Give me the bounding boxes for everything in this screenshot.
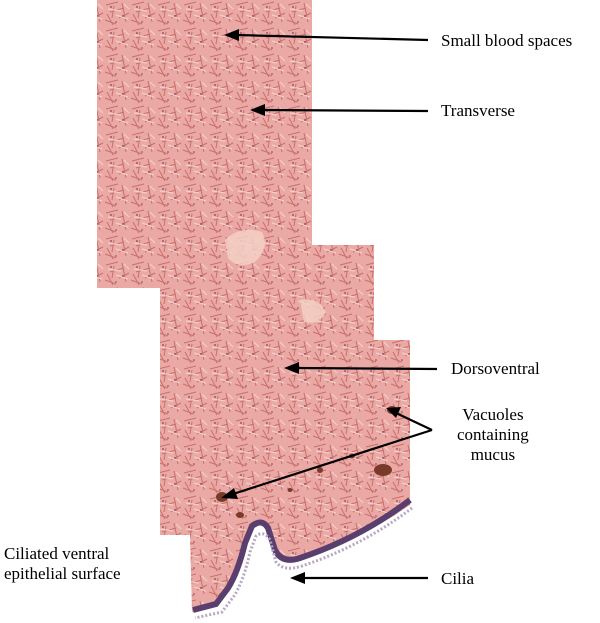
label-vacuoles-line-2: containing [457, 425, 529, 444]
label-vacuoles-containing-mucus: Vacuoles containing mucus [457, 405, 529, 465]
label-ciliated-line-2: epithelial surface [4, 564, 121, 583]
label-cilia: Cilia [441, 569, 475, 588]
annotation-arrows [221, 29, 438, 584]
ciliated-epithelium [192, 497, 412, 613]
label-vacuoles-line-1: Vacuoles [462, 405, 524, 424]
label-transverse: Transverse [441, 101, 515, 120]
tissue-micrograph [97, 0, 413, 620]
label-ciliated-line-1: Ciliated ventral [4, 544, 110, 563]
label-vacuoles-line-3: mucus [470, 445, 516, 464]
arrow-vacuoles-lower [221, 428, 433, 499]
tissue-panel-top [97, 0, 312, 288]
label-dorsoventral: Dorsoventral [451, 359, 540, 378]
arrow-vacuoles-upper [386, 407, 433, 431]
label-ciliated-ventral-surface: Ciliated ventral epithelial surface [4, 544, 121, 584]
arrow-cilia [290, 572, 428, 584]
cilia-border [194, 506, 413, 620]
arrow-small-blood-spaces [224, 29, 429, 42]
vessel-lumen-2 [300, 299, 326, 323]
label-small-blood-spaces: Small blood spaces [441, 31, 573, 50]
arrow-dorsoventral [284, 362, 438, 374]
arrow-transverse [250, 104, 429, 116]
tissue-panel-middle [160, 245, 374, 345]
tissue-panel-bottom [160, 340, 410, 612]
vessel-lumen [225, 229, 265, 266]
